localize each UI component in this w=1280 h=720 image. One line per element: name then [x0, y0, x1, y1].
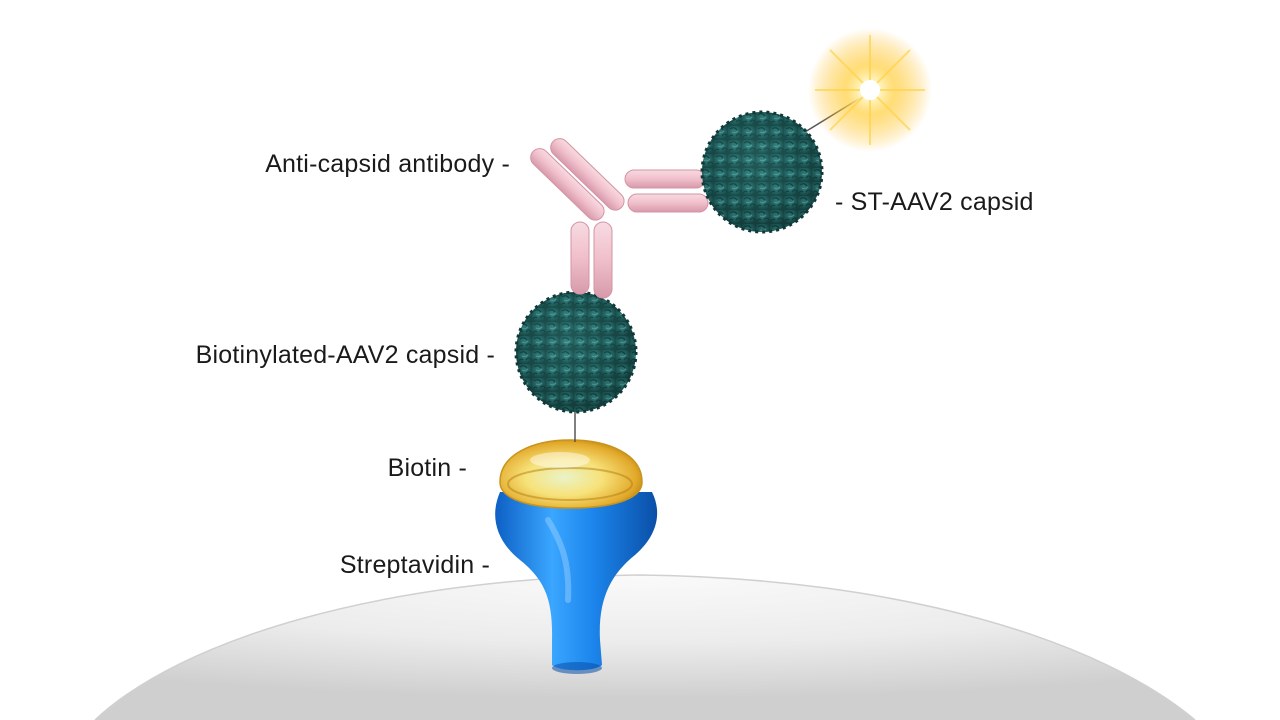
streptavidin-shape: [495, 492, 658, 674]
fluorescent-glow-icon: [808, 28, 932, 152]
label-biotin: Biotin -: [387, 454, 467, 482]
biotin-shape: [499, 439, 643, 509]
label-streptavidin: Streptavidin -: [339, 551, 490, 579]
biotinylated-capsid-shape: [514, 290, 638, 414]
label-st-aav2-capsid: - ST-AAV2 capsid: [835, 188, 1034, 216]
st-capsid-shape: [700, 110, 824, 234]
label-anti-capsid-antibody: Anti-capsid antibody -: [265, 150, 510, 178]
surface: [94, 574, 1196, 720]
label-biotinylated-aav2-capsid: Biotinylated-AAV2 capsid -: [195, 341, 495, 369]
antibody-shape: [530, 138, 709, 299]
